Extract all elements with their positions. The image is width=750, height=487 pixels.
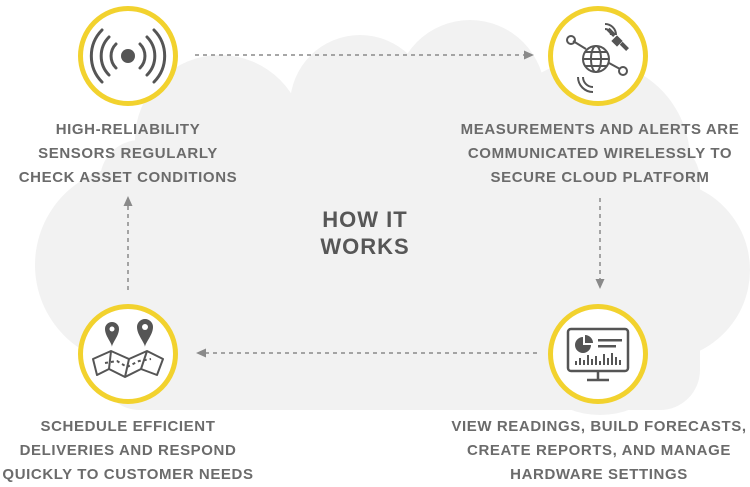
sensors-step-circle — [78, 6, 178, 106]
label-line: SECURE CLOUD PLATFORM — [490, 169, 710, 186]
arrowhead-down — [595, 279, 605, 289]
deliveries-step-circle — [78, 304, 178, 404]
dashboard-step-label: VIEW READINGS, BUILD FORECASTS, CREATE R… — [450, 415, 748, 487]
monitor-analytics-icon — [566, 327, 630, 382]
label-line: CREATE REPORTS, AND MANAGE — [467, 442, 731, 459]
arrowhead-left — [196, 348, 206, 358]
sensors-step-label: HIGH-RELIABILITY SENSORS REGULARLY CHECK… — [8, 118, 248, 190]
label-line: SCHEDULE EFFICIENT — [40, 418, 216, 435]
title-line: HOW IT — [322, 207, 408, 232]
label-line: SENSORS REGULARLY — [38, 145, 218, 162]
wireless-signal-icon — [89, 28, 167, 84]
label-line: MEASUREMENTS AND ALERTS ARE — [460, 121, 740, 138]
label-line: HIGH-RELIABILITY — [55, 121, 201, 138]
arrowhead-right — [524, 50, 534, 60]
label-line: QUICKLY TO CUSTOMER NEEDS — [2, 466, 254, 483]
deliveries-step-label: SCHEDULE EFFICIENT DELIVERIES AND RESPON… — [0, 415, 256, 487]
diagram-title: HOW IT WORKS — [300, 206, 430, 260]
cloud-step-label: MEASUREMENTS AND ALERTS ARE COMMUNICATED… — [452, 118, 748, 190]
dashboard-step-circle — [548, 304, 648, 404]
label-line: CHECK ASSET CONDITIONS — [18, 169, 238, 186]
title-line: WORKS — [320, 234, 410, 259]
arrowhead-up — [123, 196, 133, 206]
label-line: VIEW READINGS, BUILD FORECASTS, — [451, 418, 747, 435]
label-line: HARDWARE SETTINGS — [510, 466, 688, 483]
satellite-globe-icon — [566, 23, 629, 93]
cloud-step-circle — [548, 6, 648, 106]
label-line: COMMUNICATED WIRELESSLY TO — [467, 145, 733, 162]
map-pins-icon — [92, 319, 164, 378]
label-line: DELIVERIES AND RESPOND — [19, 442, 237, 459]
